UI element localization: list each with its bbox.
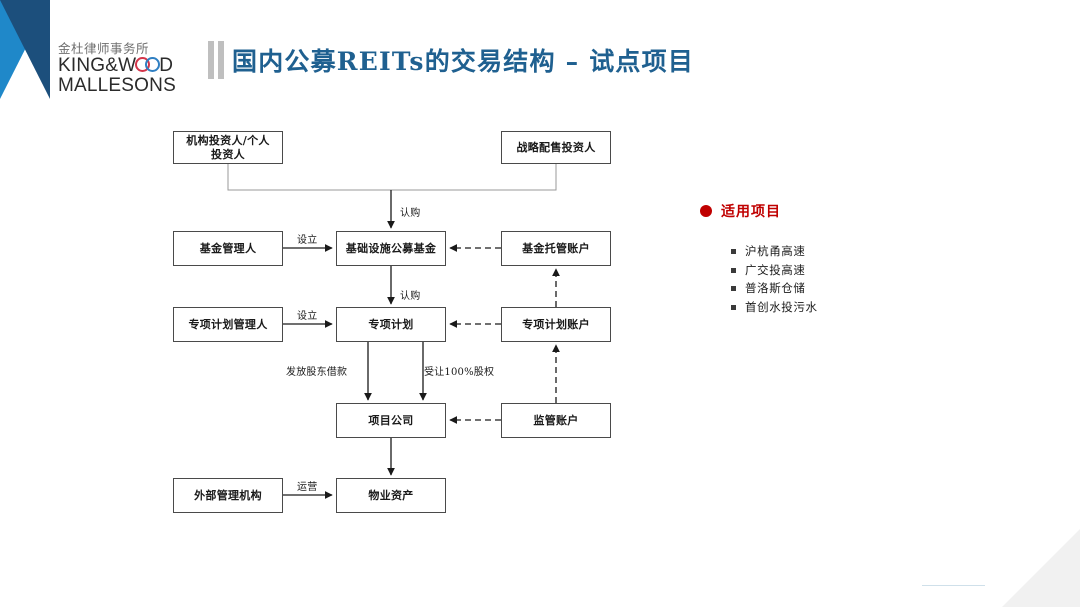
node-supervision-account: 监管账户 — [501, 403, 611, 438]
logo-english-line1: KING&W D — [58, 54, 183, 77]
list-item: 沪杭甬高速 — [731, 243, 818, 260]
node-strategic-investors: 战略配售投资人 — [501, 131, 611, 164]
footer-divider — [922, 585, 985, 586]
kwm-logo-mark — [0, 0, 50, 99]
node-fund-custody-account: 基金托管账户 — [501, 231, 611, 266]
title-accent-bar-2 — [218, 41, 224, 79]
applicable-projects-title: 适用项目 — [721, 204, 781, 220]
red-dot-icon — [700, 205, 712, 217]
node-project-company: 项目公司 — [336, 403, 446, 438]
edge-label-operation: 运营 — [297, 482, 318, 493]
applicable-projects-heading: 适用项目 — [700, 201, 781, 221]
list-item: 普洛斯仓储 — [731, 280, 818, 297]
list-item-label: 广交投高速 — [745, 262, 806, 277]
node-abs-plan-account: 专项计划账户 — [501, 307, 611, 342]
square-bullet-icon — [731, 286, 736, 292]
node-property-assets: 物业资产 — [336, 478, 446, 513]
edge-label-subscribe-plan: 认购 — [400, 291, 421, 302]
corner-decoration — [1002, 529, 1080, 607]
edge-label-shareholder-loan: 发放股东借款 — [286, 367, 348, 378]
list-item-label: 沪杭甬高速 — [745, 244, 806, 258]
logo-line1-suffix: D — [159, 54, 174, 76]
logo-triangle-dark — [0, 0, 50, 99]
logo-king-and-wood-text: KING&W — [58, 54, 137, 76]
page-title: 国内公募REITs的交易结构 – 试点项目 — [232, 47, 695, 76]
square-bullet-icon — [731, 248, 736, 254]
list-item: 广交投高速 — [731, 262, 818, 279]
logo-ring-blue-icon — [145, 56, 161, 72]
title-accent-bar-1 — [208, 41, 214, 79]
node-abs-plan-manager: 专项计划管理人 — [173, 307, 283, 342]
logo-english-line2: MALLESONS — [58, 75, 176, 97]
list-item: 首创水投污水 — [731, 299, 818, 316]
square-bullet-icon — [731, 304, 736, 310]
square-bullet-icon — [731, 267, 736, 273]
logo-chinese-name: 金杜律师事务所 — [58, 41, 150, 56]
node-infrastructure-public-fund: 基础设施公募基金 — [336, 231, 446, 266]
list-item-label: 首创水投污水 — [745, 300, 818, 315]
edge-label-establish-plan: 设立 — [297, 311, 318, 322]
edge-label-equity-transfer: 受让100%股权 — [424, 367, 495, 378]
node-abs-plan: 专项计划 — [336, 307, 446, 342]
kwm-logo-text: 金杜律师事务所 KING&W D MALLESONS — [58, 42, 183, 97]
node-external-manager: 外部管理机构 — [173, 478, 283, 513]
title-accent-bars — [208, 41, 224, 79]
node-institutional-investors: 机构投资人/个人投资人 — [173, 131, 283, 164]
edge-label-establish-fund: 设立 — [297, 235, 318, 246]
edge-label-subscribe-fund: 认购 — [400, 208, 421, 219]
list-item-label: 普洛斯仓储 — [745, 281, 806, 296]
applicable-projects-list: 沪杭甬高速广交投高速普洛斯仓储首创水投污水 — [731, 243, 818, 318]
node-fund-manager: 基金管理人 — [173, 231, 283, 266]
